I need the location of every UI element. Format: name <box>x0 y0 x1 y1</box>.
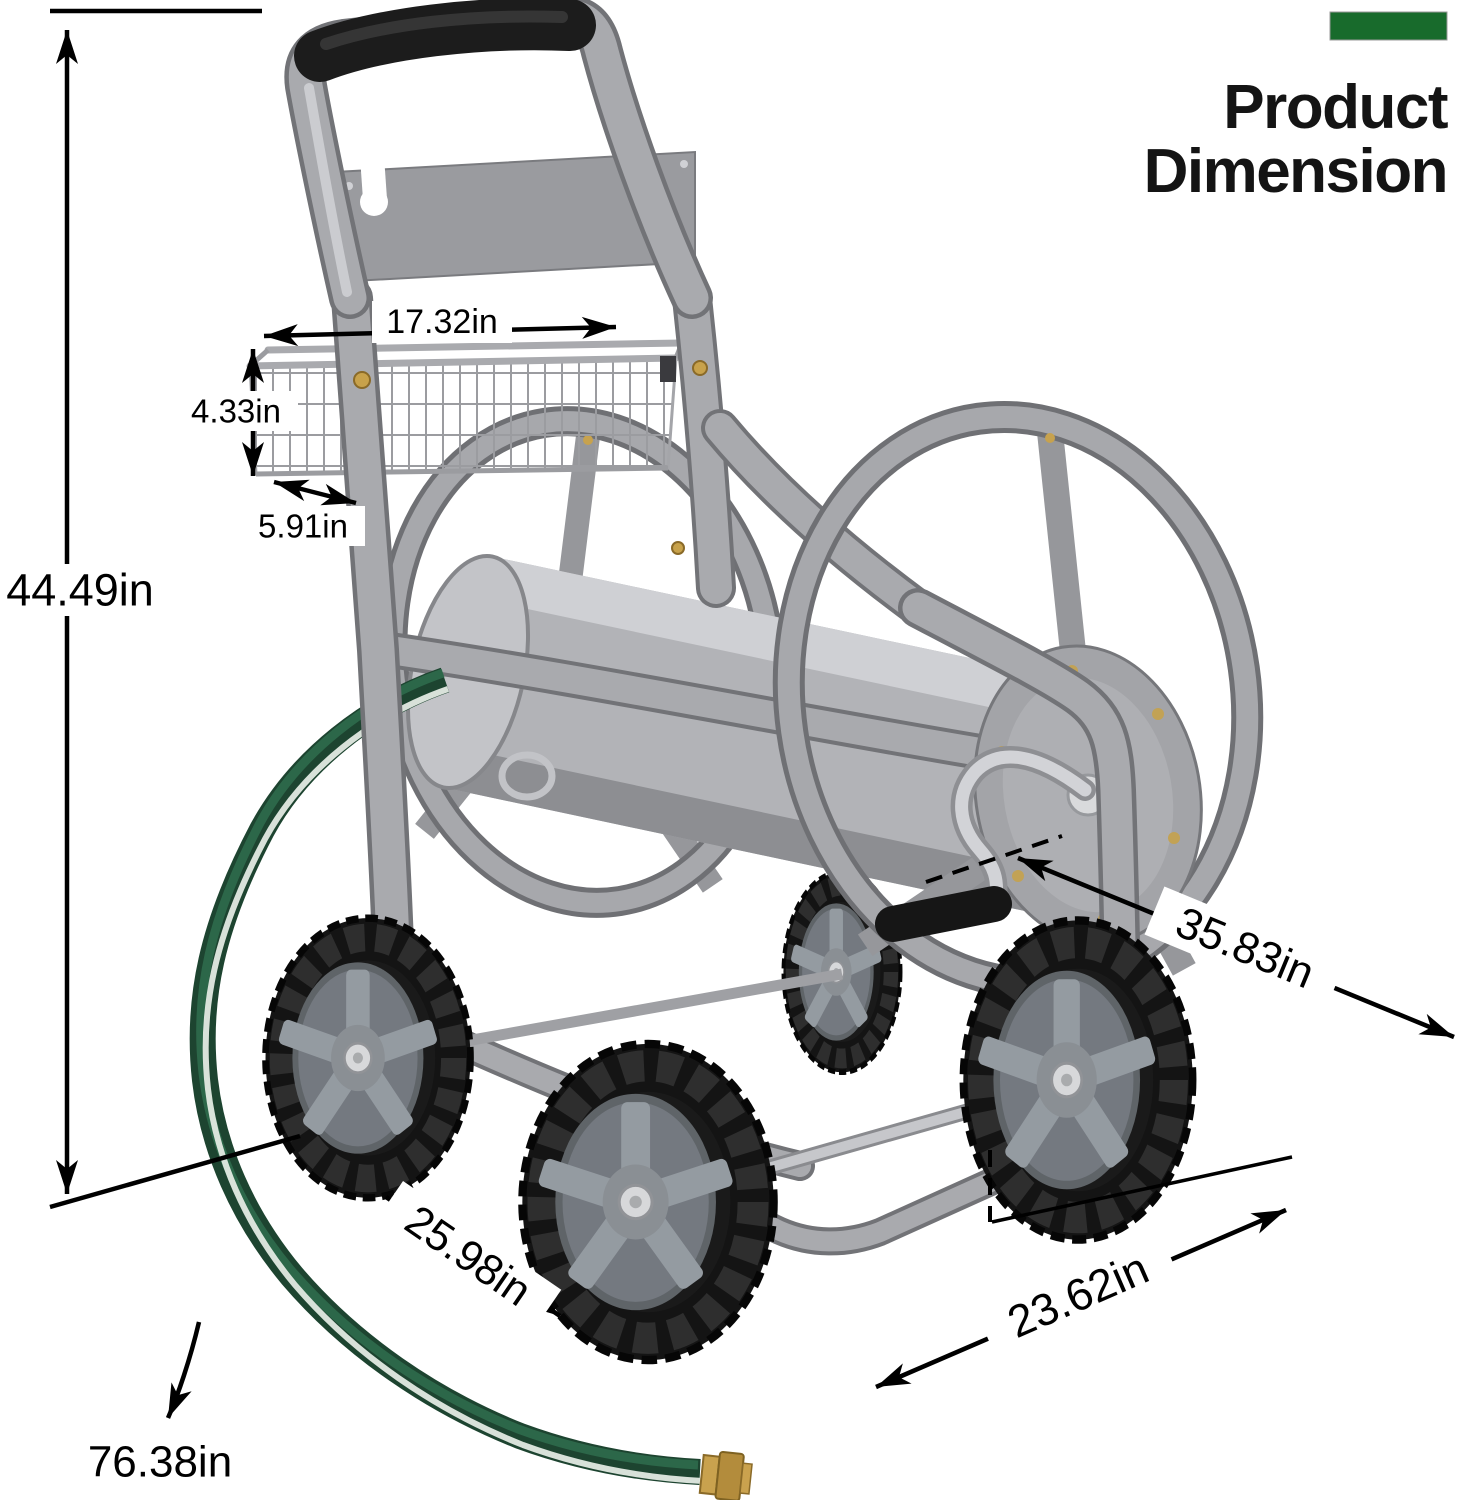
crank-handle <box>875 746 1096 942</box>
dimension-overall-height: 44.49in <box>0 8 301 1210</box>
basket-mesh <box>248 356 678 476</box>
dimension-basket-depth: 5.91in <box>241 479 365 546</box>
basket-bracket <box>660 356 676 382</box>
header: Product Dimension <box>1144 11 1449 206</box>
label-basket-depth: 5.91in <box>258 508 348 545</box>
basket-front-rim <box>246 354 680 370</box>
dimension-basket-width: 17.32in <box>263 301 617 347</box>
label-basket-height: 4.33in <box>191 393 281 430</box>
handle-foam-grip <box>294 0 596 82</box>
wheel-rear-left <box>266 918 471 1198</box>
storage-basket <box>246 339 686 477</box>
handle-assembly <box>284 0 713 319</box>
basket-back-rim <box>264 339 686 354</box>
hose-guide-ring <box>498 751 556 801</box>
page-title-line-1: Product <box>1223 73 1448 142</box>
hose-brass-fitting <box>698 1451 753 1500</box>
wheel-front-right <box>963 920 1192 1239</box>
page-title-line-2: Dimension <box>1144 137 1447 206</box>
garden-hose <box>189 667 753 1500</box>
label-handle-to-front: 35.83in <box>1169 898 1321 999</box>
dimension-basket-height: 4.33in <box>174 349 298 476</box>
crank-grip <box>875 886 1012 942</box>
dimension-hose-length: 76.38in <box>69 1321 251 1487</box>
label-hose-length: 76.38in <box>88 1438 232 1487</box>
label-basket-width: 17.32in <box>386 303 498 341</box>
accent-bar <box>1329 11 1448 41</box>
hose-reel-cart-illustration <box>189 0 1264 1500</box>
label-side-wheelbase: 25.98in <box>396 1196 539 1315</box>
label-front-track: 23.62in <box>1000 1242 1156 1348</box>
wheel-front-left <box>522 1044 773 1360</box>
label-overall-height: 44.49in <box>6 565 154 616</box>
